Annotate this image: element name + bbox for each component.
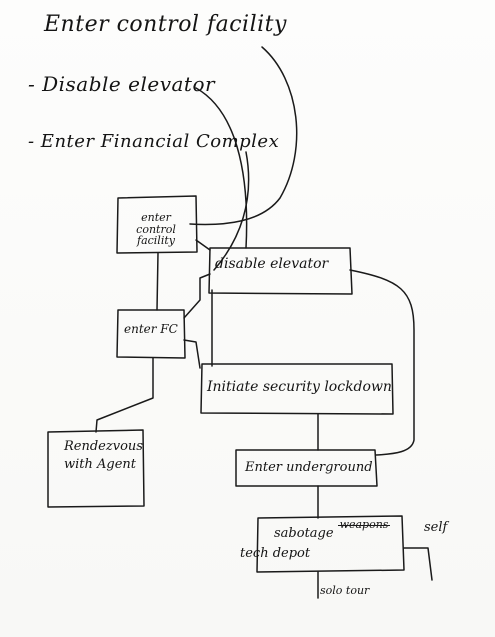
list-item-suffix: Financial Complex [94, 131, 280, 152]
notes-title: Enter control facility [44, 12, 287, 37]
node-enter-underground: Enter underground [245, 460, 373, 475]
node-self: self [424, 520, 448, 535]
connector-efc-to-de [183, 273, 211, 319]
node-enter-control-facility: enter control facility [136, 211, 176, 248]
connector-list1-to-disable-box [195, 87, 248, 249]
node-enter-fc: enter FC [124, 322, 178, 336]
box-initiate-security-lockdown [200, 363, 394, 415]
connector-std-to-self [403, 547, 433, 581]
connector-ecf-to-de [195, 239, 211, 251]
connector-ecf-to-efc [156, 252, 159, 311]
connector-de-to-eu [349, 269, 415, 456]
node-solo-tour: solo tour [320, 584, 370, 597]
notes-list-item-disable-elevator: - Disable elevator [28, 72, 216, 96]
notes-list-item-enter-financial-complex: - Enter Financial Complex [28, 131, 279, 152]
box-sabotage-tech-depot [256, 515, 405, 573]
box-enter-control-facility [116, 195, 198, 254]
node-sabotage-tech-depot: sabotage weapons tech depot [240, 519, 388, 560]
connector-list2-to-disable-box [213, 151, 250, 271]
node-initiate-security-lockdown: Initiate security lockdown [207, 379, 392, 395]
sabotage-suffix: tech depot [240, 545, 311, 561]
box-enter-underground [235, 449, 378, 487]
sabotage-strike: weapons [339, 518, 389, 531]
box-disable-elevator [208, 247, 353, 295]
node-rendezvous-with-agent: Rendezvous with Agent [64, 439, 143, 472]
connector-efc-to-isl [183, 339, 201, 369]
node-disable-elevator: disable elevator [215, 256, 329, 272]
connector-efc-to-rwa [95, 357, 154, 433]
connector-title-to-ecf-box [189, 46, 298, 226]
list-item-prefix: - Enter [28, 131, 95, 152]
sabotage-prefix: sabotage [274, 526, 334, 541]
box-enter-fc [116, 309, 186, 359]
box-rendezvous-with-agent [47, 429, 145, 508]
